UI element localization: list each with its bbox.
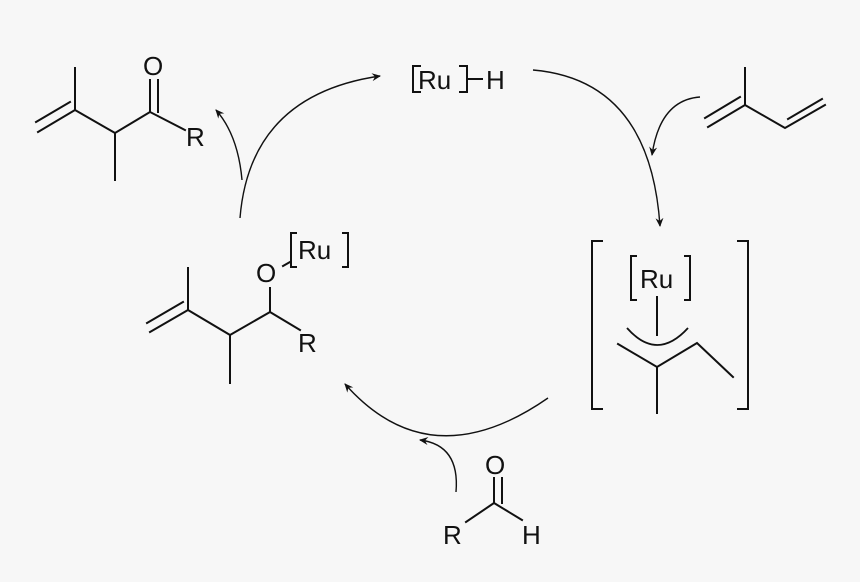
cycle-arrow-top-left — [239, 73, 381, 219]
ketone-oxygen: O — [143, 51, 163, 81]
aldehyde-entry-arrow — [419, 437, 458, 493]
cycle-arrow-bottom — [344, 383, 549, 437]
ruthenium-alkoxide: O Ru R — [145, 232, 349, 384]
allyl-ru-label: Ru — [640, 264, 673, 294]
alkoxide-r-group: R — [298, 328, 317, 358]
hydride-label: H — [486, 65, 505, 95]
aldehyde-r-group: R — [443, 520, 462, 550]
alkoxide-oxygen: O — [256, 258, 276, 288]
isoprene-entry-arrow — [649, 96, 701, 156]
product-release-arrow — [215, 109, 243, 181]
ruthenium-hydride: Ru H — [412, 65, 505, 95]
ketone-product: O R — [34, 51, 205, 181]
alkoxide-ru-label: Ru — [298, 235, 331, 265]
ru-label: Ru — [418, 65, 451, 95]
aldehyde-hydrogen: H — [522, 520, 541, 550]
isoprene — [703, 67, 827, 130]
aldehyde: O R H — [443, 450, 541, 550]
allyl-ruthenium-complex: Ru — [591, 240, 749, 414]
cycle-arrow-top-right — [532, 69, 664, 227]
aldehyde-oxygen: O — [485, 450, 505, 480]
ketone-r-group: R — [186, 122, 205, 152]
